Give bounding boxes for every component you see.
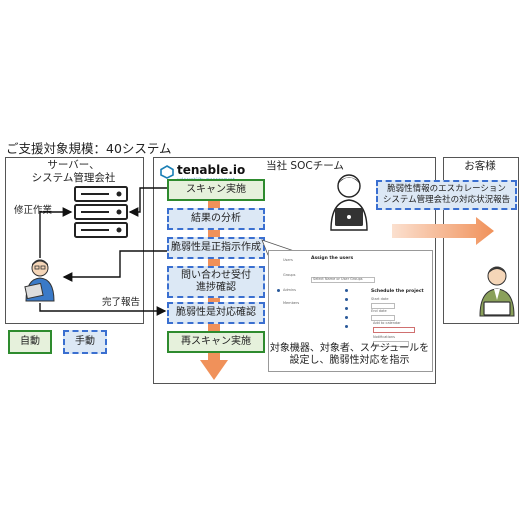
step-analysis: 結果の分析 <box>167 208 265 230</box>
shot-option-1: Groups <box>283 273 296 277</box>
step-verification: 脆弱性是対応確認 <box>167 302 265 324</box>
server-team-title-line2: システム管理会社 <box>31 172 116 184</box>
step-rescan-label: 再スキャン実施 <box>181 336 251 347</box>
report-to-customer-arrow <box>392 217 494 245</box>
caption-line2: 設定し、脆弱性対応を指示 <box>289 355 410 366</box>
report-arrow <box>39 303 167 316</box>
shot-dot-b <box>345 298 348 301</box>
customer-title: お客様 <box>464 160 496 172</box>
shot-title: Assign the users <box>311 256 354 261</box>
app-screenshot: Assign the users Select Name or User Gro… <box>268 250 433 372</box>
step-remediation-label: 脆弱性是正指示作成 <box>171 242 261 253</box>
shot-dot-d <box>345 316 348 319</box>
step-inquiry: 問い合わせ受付 進捗確認 <box>167 266 265 298</box>
step-scan: スキャン実施 <box>167 179 265 201</box>
shot-dot-c <box>345 307 348 310</box>
completion-report-label: 完了報告 <box>102 297 141 308</box>
step-rescan: 再スキャン実施 <box>167 331 265 353</box>
screenshot-caption: 対象機器、対象者、スケジュールを 設定し、脆弱性対応を指示 <box>268 343 431 367</box>
flow-arrow-head <box>200 360 228 380</box>
shot-field-1: End date <box>371 309 387 313</box>
instruction-arrow <box>62 250 167 282</box>
shot-option-3: Members <box>283 301 300 305</box>
scan-to-server-arrow <box>128 187 167 217</box>
page-heading: ご支援対象規模：40システム <box>6 141 172 156</box>
fix-work-label: 修正作業 <box>14 205 53 216</box>
server-team-title-line1: サーバー、 <box>47 159 100 171</box>
shot-dot-e <box>345 325 348 328</box>
shot-schedule-title: Schedule the project <box>371 289 424 294</box>
step-inquiry-line1: 問い合わせ受付 <box>181 270 251 281</box>
legend-auto-label: 自動 <box>20 336 40 347</box>
shot-field-3: Notifications <box>373 335 395 339</box>
shot-field-3-input <box>373 341 409 347</box>
shot-field-2-input <box>373 327 415 333</box>
caption-line1: 対象機器、対象者、スケジュールを <box>269 343 430 354</box>
shot-field-2: Add to calendar <box>373 321 401 325</box>
soc-person-icon <box>330 174 368 231</box>
legend-manual-label: 手動 <box>75 336 95 347</box>
soc-team-title: 当社 SOCチーム <box>266 160 344 172</box>
customer-person-icon <box>479 266 515 317</box>
step-inquiry-line2: 進捗確認 <box>196 282 236 293</box>
escalation-line1: 脆弱性情報のエスカレーション <box>387 184 506 194</box>
shot-option-2: Admins <box>283 288 296 292</box>
shot-search-field <box>311 277 375 283</box>
fix-work-arrow <box>39 207 73 258</box>
server-icon <box>74 186 128 238</box>
tenable-logo-icon <box>160 165 174 179</box>
legend-auto: 自動 <box>8 330 52 354</box>
shot-field-0: Start date <box>371 297 389 301</box>
tenable-logo-text: tenable.io <box>177 163 246 177</box>
admin-person-icon <box>24 259 55 302</box>
shot-option-0: Users <box>283 258 293 262</box>
server-team-title: サーバー、 システム管理会社 <box>5 159 142 185</box>
shot-field-1-input <box>371 315 395 321</box>
shot-field-0-input <box>371 303 395 309</box>
step-verification-label: 脆弱性是対応確認 <box>176 307 256 318</box>
step-scan-label: スキャン実施 <box>186 184 246 195</box>
shot-dot-a <box>345 289 348 292</box>
shot-search-placeholder: Select Name or User Groups <box>313 277 363 281</box>
escalation-box: 脆弱性情報のエスカレーション システム管理会社の対応状況報告 <box>376 180 517 210</box>
legend-manual: 手動 <box>63 330 107 354</box>
step-remediation-instruction: 脆弱性是正指示作成 <box>167 237 265 259</box>
step-analysis-label: 結果の分析 <box>191 213 241 224</box>
shot-radio-0 <box>277 289 280 292</box>
escalation-line2: システム管理会社の対応状況報告 <box>382 195 511 205</box>
